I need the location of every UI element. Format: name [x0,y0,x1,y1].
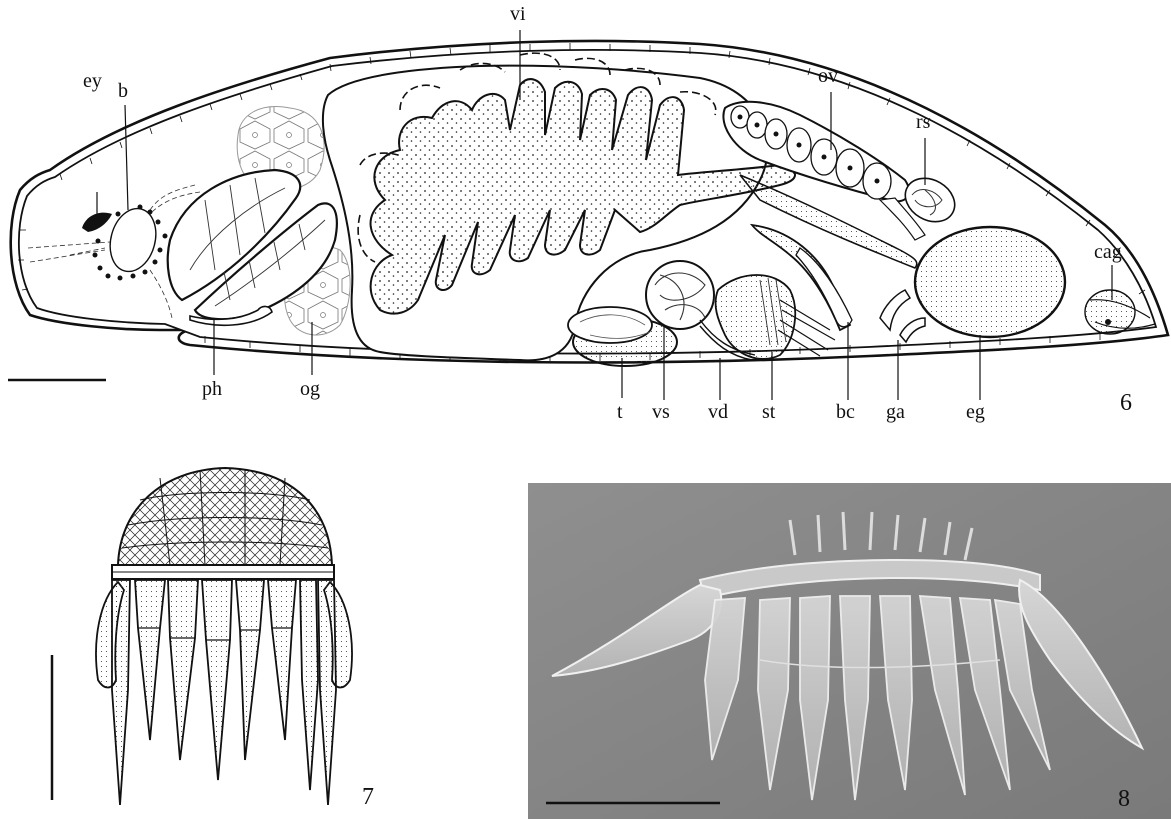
spine-5 [236,580,264,760]
label-vs: vs [652,401,670,423]
egg [915,227,1065,337]
spine-4 [202,580,232,780]
label-rs: rs [916,111,931,133]
spine-3 [168,580,198,760]
testis-overlay [568,307,652,343]
figure-7-stylet-drawing: 7 [52,468,374,810]
stylet-dome [118,468,332,565]
label-b: b [118,80,128,102]
figure-number-8: 8 [1118,786,1130,812]
label-t: t [617,401,623,423]
stylet-spines [112,580,336,805]
caudal-nucleus [1105,319,1111,325]
label-ga: ga [886,401,905,423]
label-eg: eg [966,401,985,423]
caudal-adhesive-gland [1085,290,1135,334]
label-vd: vd [708,401,728,423]
spine-7 [300,580,318,790]
label-og: og [300,378,320,400]
label-vi: vi [510,3,526,25]
label-st: st [762,401,776,423]
label-ey: ey [83,70,102,92]
spine-8 [318,580,336,805]
spine-6 [268,580,296,740]
label-ph: ph [202,378,222,400]
label-bc: bc [836,401,855,423]
label-ov: ov [818,65,838,87]
label-cag: cag [1094,241,1122,263]
figure-8-micrograph: 8 [528,483,1171,819]
spine-1 [112,580,130,805]
figure-number-7: 7 [362,784,374,810]
spine-2 [135,580,165,740]
figure-number-6: 6 [1120,390,1132,416]
figure-6-anatomy-drawing: ey b vi ov rs cag ph og t vs vd st bc ga… [8,3,1168,423]
